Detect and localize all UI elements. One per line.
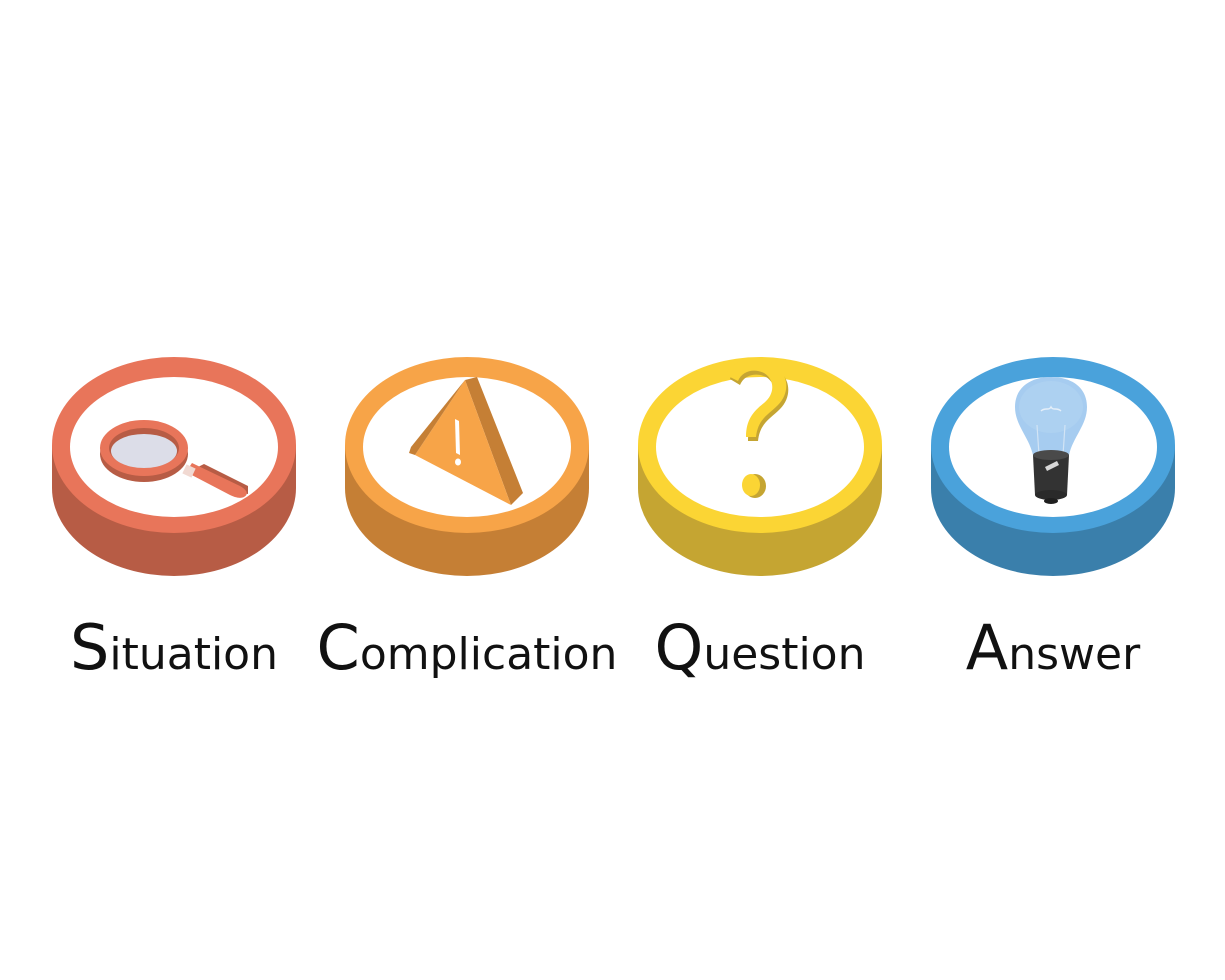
step-label-situation: Situation [14,617,334,681]
question-mark-icon [726,358,789,498]
step-rest: uestion [703,629,866,680]
question-disc [638,357,882,576]
step-label-answer: Answer [893,617,1213,681]
warning-triangle-icon [409,377,523,505]
step-label-complication: Complication [307,617,627,681]
step-initial: S [70,611,110,684]
step-complication: Complication [317,355,617,695]
step-rest: omplication [359,629,618,680]
step-rest: ituation [109,629,278,680]
step-initial: A [965,611,1009,684]
step-initial: Q [654,611,704,684]
step-rest: nswer [1008,629,1141,680]
answer-disc [931,357,1175,576]
complication-disc [345,357,589,576]
magnifying-glass-icon [100,420,248,498]
step-initial: C [316,611,360,684]
situation-disc [52,357,296,576]
step-label-question: Question [600,617,920,681]
step-answer: Answer [923,355,1183,695]
step-situation: Situation [44,355,304,695]
step-question: Question [630,355,890,695]
light-bulb-icon [1015,377,1087,504]
